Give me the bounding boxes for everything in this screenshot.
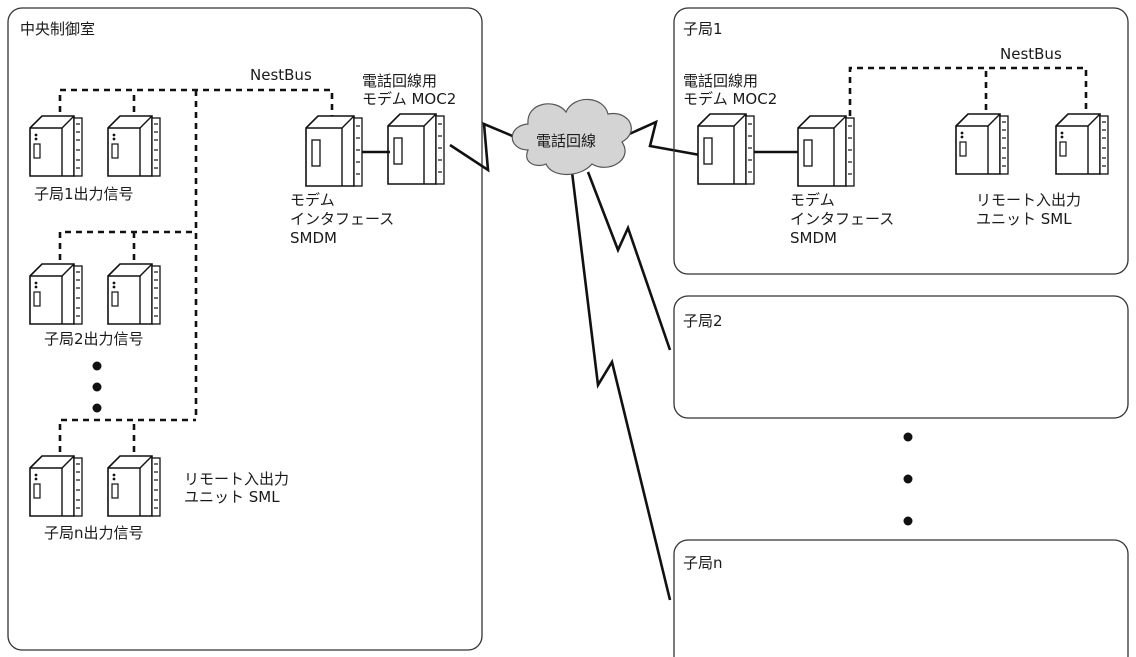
ellipsis-dot [903, 432, 913, 442]
station-1-sml-label-1: リモート入出力 [976, 191, 1081, 209]
sml-unit [29, 455, 83, 517]
group-2-label: 子局2出力信号 [44, 330, 144, 348]
moc2-modem-unit [387, 113, 445, 185]
ellipsis-dot [903, 516, 913, 526]
central-room-frame [7, 7, 483, 651]
station-1-frame [673, 7, 1129, 275]
station-1-moc2-modem [697, 113, 755, 185]
phone-line-station-n [570, 171, 672, 601]
central-sml-label-2: ユニット SML [184, 488, 280, 506]
central-sml-label-1: リモート入出力 [184, 470, 289, 488]
ellipsis-dot [92, 361, 102, 371]
central-modem-label-1: 電話回線用 [362, 72, 437, 90]
sml-unit [29, 263, 83, 325]
station-2-title: 子局2 [683, 312, 723, 330]
sml-unit [955, 113, 1009, 175]
telephone-cloud [511, 98, 632, 176]
telephone-cloud-label: 電話回線 [536, 132, 596, 150]
ellipsis-dot [92, 382, 102, 392]
sml-unit [107, 455, 161, 517]
sml-unit [29, 115, 83, 177]
station-1-interface-label-2: インタフェース [790, 210, 894, 228]
station-n-title: 子局n [683, 554, 723, 572]
central-room-title: 中央制御室 [20, 20, 95, 38]
group-n-label: 子局n出力信号 [44, 524, 144, 542]
station-1-smdm-interface [797, 115, 855, 187]
station-2-frame [673, 295, 1129, 419]
station-1-title: 子局1 [683, 20, 723, 38]
sml-unit [107, 263, 161, 325]
phone-line-central [449, 121, 523, 173]
station-n-frame [673, 539, 1129, 657]
sml-unit [107, 115, 161, 177]
group-1-label: 子局1出力信号 [34, 185, 134, 203]
ellipsis-dot [92, 403, 102, 413]
central-modem-label-2: モデム MOC2 [362, 90, 456, 108]
ellipsis-dot [903, 474, 913, 484]
phone-line-station-2 [586, 171, 672, 351]
phone-line-station-1 [615, 119, 701, 157]
sml-unit [1055, 113, 1109, 175]
station-1-nestbus-label: NestBus [1000, 45, 1062, 63]
station-1-modem-label-2: モデム MOC2 [683, 90, 777, 108]
station-1-modem-label-1: 電話回線用 [683, 72, 758, 90]
station-1-nestbus-line [848, 66, 1088, 116]
central-bus-branch-n [58, 418, 196, 452]
station-1-sml-label-2: ユニット SML [976, 210, 1072, 228]
central-interface-label-2: インタフェース [290, 210, 394, 228]
station-1-interface-label-1: モデム [790, 191, 835, 209]
central-bus-branch-2 [58, 230, 196, 260]
central-interface-label-3: SMDM [290, 229, 337, 247]
central-nestbus-label: NestBus [250, 66, 312, 84]
station-1-interface-label-3: SMDM [790, 229, 837, 247]
smdm-interface-unit [305, 115, 363, 187]
central-interface-label-1: モデム [290, 191, 335, 209]
